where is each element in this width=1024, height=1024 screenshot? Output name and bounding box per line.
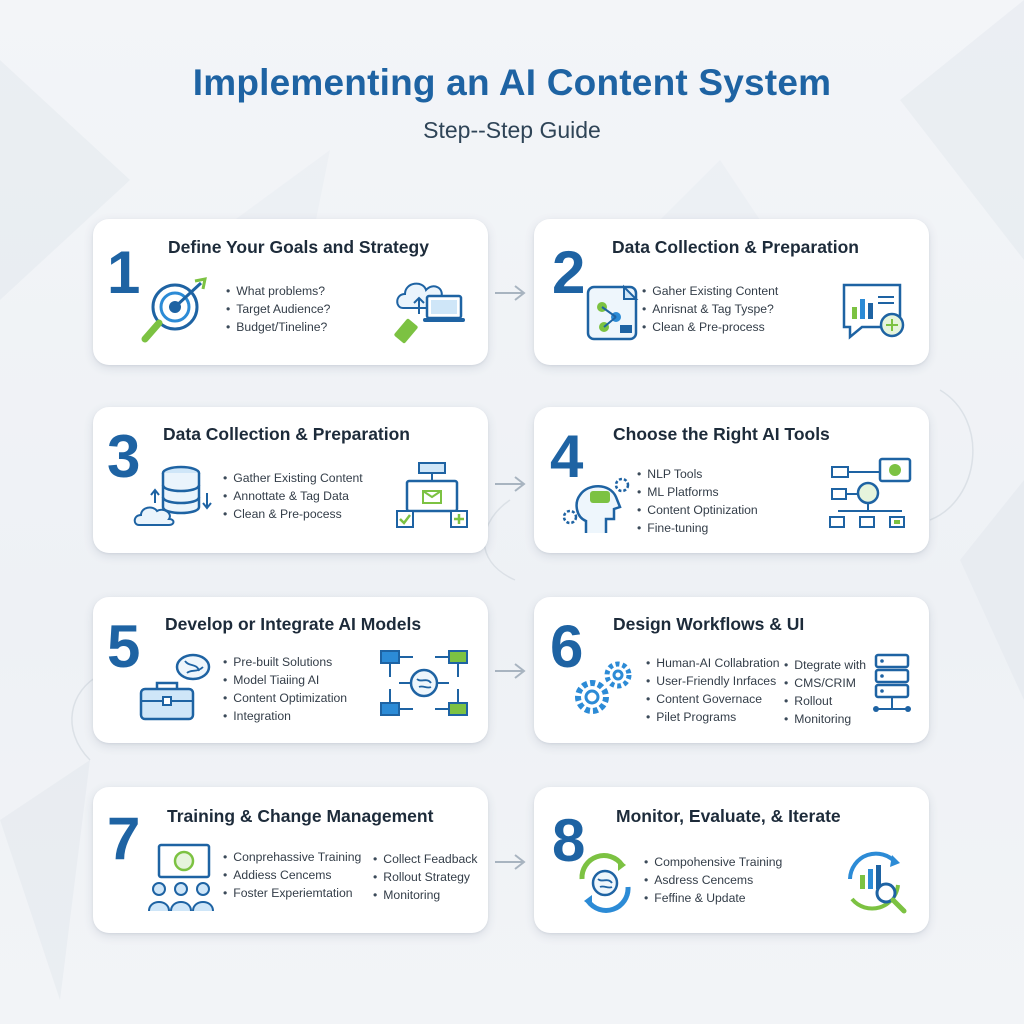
brain-toolbox-icon bbox=[139, 653, 211, 721]
step-number: 7 bbox=[107, 805, 141, 872]
list-item: NLP Tools bbox=[637, 465, 758, 483]
step-bullets: Human-AI Collabration User-Friendly Inrf… bbox=[646, 654, 780, 726]
data-document-icon bbox=[586, 284, 639, 341]
list-item: Asdress Cencems bbox=[644, 871, 782, 889]
list-item: Monitoring bbox=[784, 710, 866, 728]
step-card-7: 7 Training & Change Management Conprehas… bbox=[93, 787, 488, 933]
step-card-1: 1 Define Your Goals and Strategy What pr… bbox=[93, 219, 488, 365]
step-bullets: NLP Tools ML Platforms Content Optinizat… bbox=[637, 465, 758, 537]
list-item: Integration bbox=[223, 707, 347, 725]
step-bullets: Compohensive Training Asdress Cencems Fe… bbox=[644, 853, 782, 907]
step-bullets: Gaher Existing Content Anrisnat & Tag Ty… bbox=[642, 282, 778, 336]
cycle-brain-icon bbox=[579, 853, 631, 913]
list-item: Content Optinization bbox=[637, 501, 757, 519]
arrow-right-icon bbox=[495, 663, 526, 679]
step-number: 3 bbox=[107, 423, 141, 490]
gears-icon bbox=[575, 661, 632, 714]
list-item: Content Governace bbox=[646, 690, 780, 708]
list-item: Compohensive Training bbox=[644, 853, 782, 871]
list-item: Foster Experiemtation bbox=[223, 884, 361, 902]
step-title: Define Your Goals and Strategy bbox=[168, 237, 429, 257]
list-item: Anrisnat & Tag Tyspe? bbox=[642, 300, 778, 318]
list-item: Content Optimization bbox=[223, 689, 347, 707]
list-item: Conprehassive Training bbox=[223, 848, 361, 866]
list-item: Fine-tuning bbox=[637, 519, 758, 537]
step-card-5: 5 Develop or Integrate AI Models Pre-bui… bbox=[93, 597, 488, 743]
step-bullets-secondary: Dtegrate with CMS/CRIM Rollout Monitorin… bbox=[784, 656, 866, 728]
step-number: 2 bbox=[552, 239, 586, 306]
cloud-laptop-icon bbox=[394, 282, 465, 344]
presentation-team-icon bbox=[148, 843, 214, 912]
list-item: Clean & Pre-pocess bbox=[223, 505, 363, 523]
step-title: Choose the Right AI Tools bbox=[613, 424, 830, 444]
list-item: Rollout bbox=[784, 692, 866, 710]
step-bullets: What problems? Target Audience? Budget/T… bbox=[226, 282, 330, 336]
step-title: Design Workflows & UI bbox=[613, 614, 805, 634]
list-item: CMS/CRIM bbox=[784, 674, 866, 692]
step-card-6: 6 Design Workflows & UI Human-AI Collabr… bbox=[534, 597, 929, 743]
head-gears-icon bbox=[562, 477, 630, 533]
list-item: What problems? bbox=[226, 282, 330, 300]
step-title: Develop or Integrate AI Models bbox=[165, 614, 422, 634]
server-icon bbox=[873, 653, 911, 712]
list-item: Gaher Existing Content bbox=[642, 282, 778, 300]
step-number: 1 bbox=[107, 239, 141, 306]
step-title: Training & Change Management bbox=[167, 806, 434, 826]
chart-magnifier-icon bbox=[848, 851, 907, 914]
brain-network-icon bbox=[380, 650, 468, 716]
step-number: 5 bbox=[107, 613, 141, 680]
list-item: Dtegrate with bbox=[784, 656, 866, 674]
page-title: Implementing an AI Content System bbox=[192, 62, 832, 103]
step-card-2: 2 Data Collection & Preparation Gaher Ex… bbox=[534, 219, 929, 365]
list-item: Clean & Pre-process bbox=[642, 318, 778, 336]
arrow-right-icon bbox=[495, 854, 526, 870]
chart-brain-icon bbox=[842, 283, 905, 340]
list-item: ML Platforms bbox=[637, 483, 758, 501]
step-title: Data Collection & Preparation bbox=[163, 424, 410, 444]
step-bullets: Conprehassive Training Addiess Cencems F… bbox=[223, 848, 361, 902]
step-bullets-secondary: Collect Feadback Rollout Strategy Monito… bbox=[373, 850, 477, 904]
list-item: Collect Feadback bbox=[373, 850, 477, 868]
page-subtitle: Step--Step Guide bbox=[423, 117, 601, 143]
list-item: Gather Existing Content bbox=[223, 469, 362, 487]
step-number: 6 bbox=[550, 613, 584, 680]
list-item: Annottate & Tag Data bbox=[223, 487, 363, 505]
list-item: Pilet Programs bbox=[646, 708, 780, 726]
list-item: Feffine & Update bbox=[644, 889, 782, 907]
list-item: Monitoring bbox=[373, 886, 477, 904]
arrow-right-icon bbox=[495, 285, 526, 301]
list-item: User-Friendly Inrfaces bbox=[646, 672, 780, 690]
list-item: Pre-built Solutions bbox=[223, 653, 347, 671]
list-item: Rollout Strategy bbox=[373, 868, 477, 886]
step-title: Monitor, Evaluate, & Iterate bbox=[616, 806, 841, 826]
step-number: 4 bbox=[550, 423, 584, 490]
step-bullets: Pre-built Solutions Model Tiaiing AI Con… bbox=[223, 653, 347, 725]
database-cloud-icon bbox=[133, 465, 212, 526]
step-card-3: 3 Data Collection & Preparation Gather E… bbox=[93, 407, 488, 553]
step-bullets: Gather Existing Content Annottate & Tag … bbox=[223, 469, 363, 523]
list-item: Addiess Cencems bbox=[223, 866, 361, 884]
step-card-4: 4 Choose the Right AI Tools NLP Tools ML… bbox=[534, 407, 929, 553]
list-item: Human-AI Collabration bbox=[646, 654, 779, 672]
arrow-right-icon bbox=[495, 476, 526, 492]
list-item: Target Audience? bbox=[226, 300, 330, 318]
workflow-boxes-icon bbox=[396, 462, 468, 528]
list-item: Budget/Tineline? bbox=[226, 318, 330, 336]
list-item: Model Tiaiing AI bbox=[223, 671, 347, 689]
step-title: Data Collection & Preparation bbox=[612, 237, 859, 257]
target-magnifier-icon bbox=[141, 277, 207, 343]
step-number: 8 bbox=[552, 807, 586, 874]
step-card-8: 8 Monitor, Evaluate, & Iterate Compohens… bbox=[534, 787, 929, 933]
network-brain-icon bbox=[829, 457, 912, 528]
